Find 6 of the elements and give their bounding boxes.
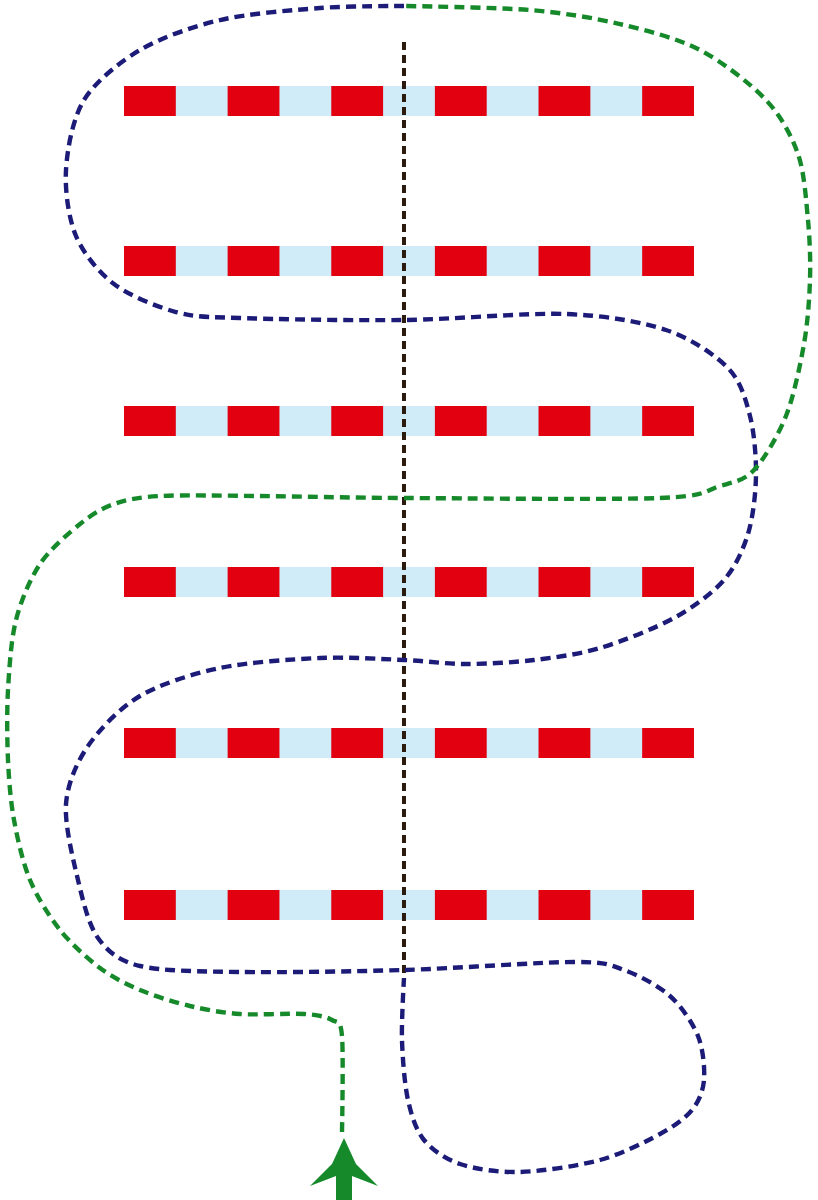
striped-bar <box>124 728 694 758</box>
striped-bar <box>124 890 694 920</box>
striped-bar <box>124 567 694 597</box>
striped-bar <box>124 246 694 276</box>
striped-bar <box>124 86 694 116</box>
striped-bar <box>124 406 694 436</box>
